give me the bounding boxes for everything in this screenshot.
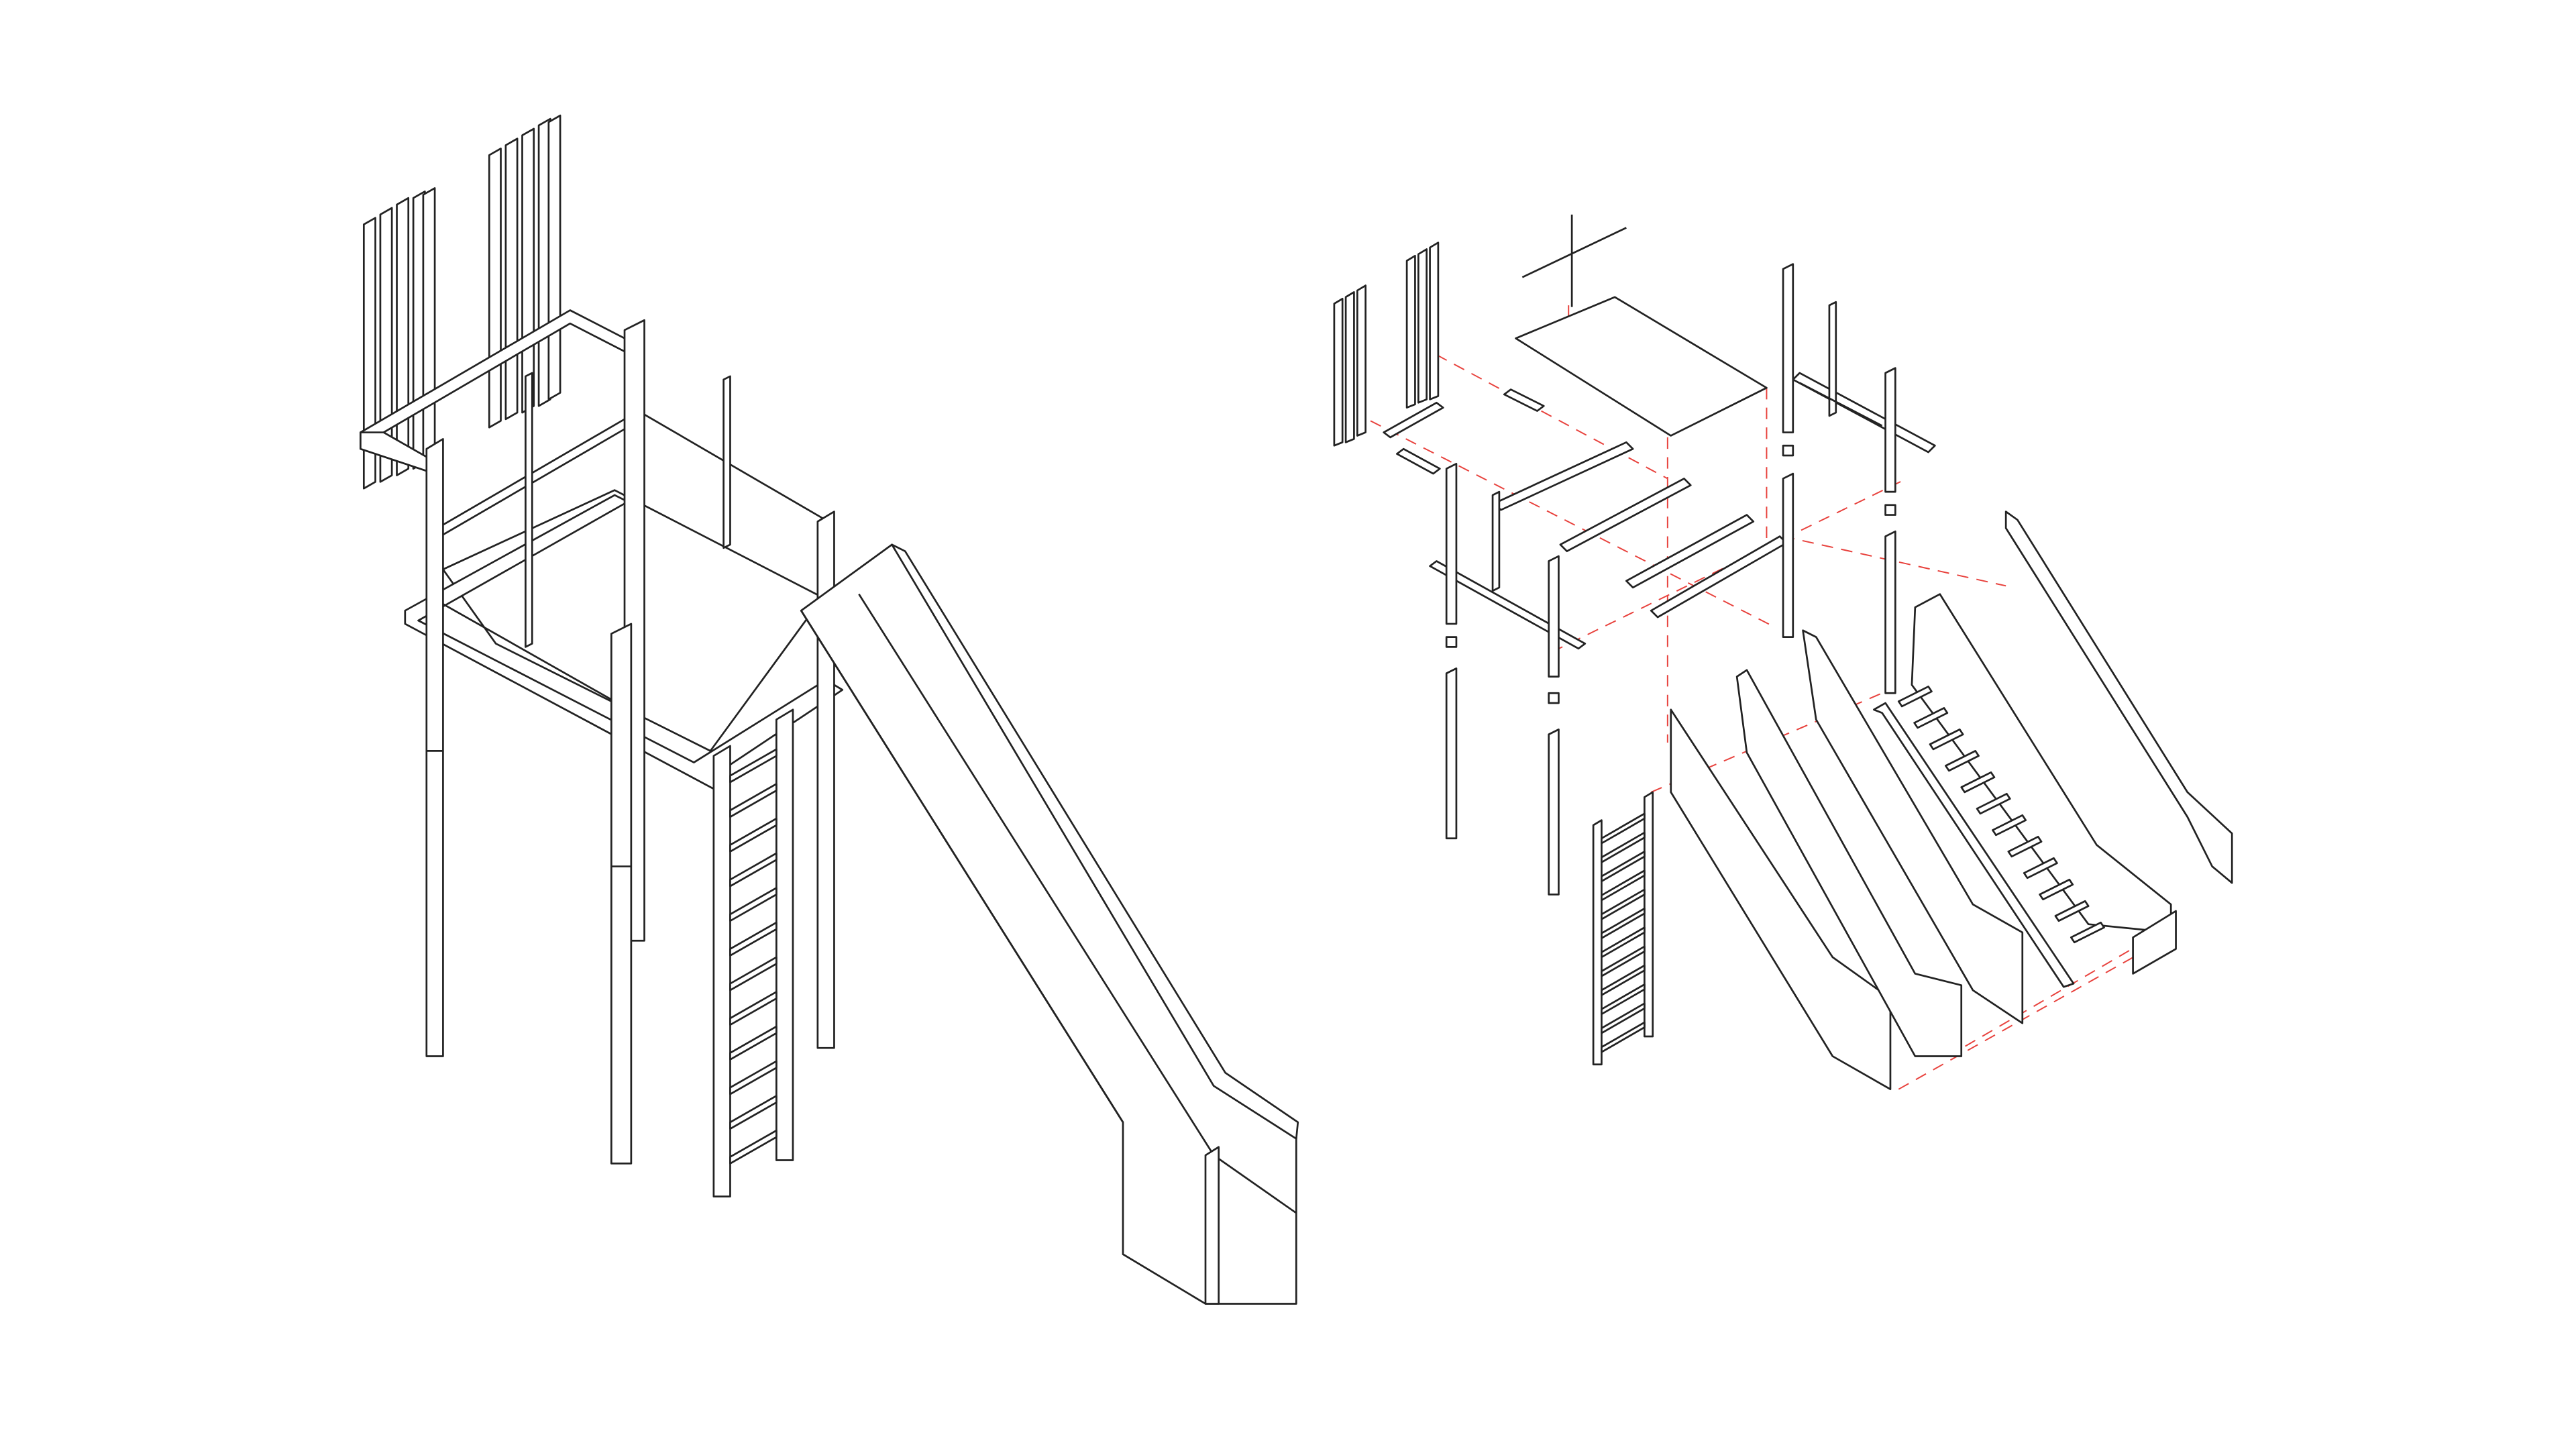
cross-bars	[1521, 214, 1627, 307]
assembled-view	[360, 114, 1299, 1305]
guide-lines	[1370, 305, 2163, 1090]
slide-ladder-rung	[1945, 750, 1980, 772]
connectors	[1445, 444, 1896, 704]
slide-ladder-rung	[1976, 792, 2011, 815]
ladder-rung	[729, 783, 777, 818]
ladder-rung	[1601, 869, 1646, 902]
ladder-rung	[1601, 926, 1646, 959]
ladder-rung	[729, 956, 777, 991]
slide	[800, 543, 1299, 1305]
ladder-rungs	[1601, 812, 1646, 1053]
slide-ladder-rung	[1913, 707, 1949, 729]
exploded-beams	[1383, 372, 1936, 650]
exploded-slats	[1333, 241, 1440, 447]
deck-panel	[1515, 296, 1768, 437]
slide-ladder-rung	[2070, 921, 2105, 944]
ladder-rung	[1601, 1002, 1646, 1034]
ladder-rung	[1601, 964, 1646, 996]
slide-ladder-rung	[2039, 878, 2074, 901]
exploded-ladder	[1592, 791, 1654, 1066]
ladder-rung	[729, 817, 777, 853]
ladder-rung	[1601, 851, 1646, 883]
ladder-rung	[729, 1060, 777, 1095]
slide-ladder-rung	[1992, 814, 2027, 837]
ladder-rung	[1601, 1021, 1646, 1053]
exploded-view	[1333, 214, 2233, 1091]
ladder-rung	[729, 852, 777, 888]
guard-rails	[442, 372, 823, 702]
slide-ladder-rung	[1960, 771, 1996, 794]
slide-ladder-rung	[1897, 686, 1933, 708]
slide-ladder-rung	[1929, 729, 1964, 751]
ladder-rung	[729, 748, 777, 784]
exploded-posts	[1445, 263, 1896, 896]
ladder-rungs	[729, 748, 777, 1165]
ladder-rung	[1601, 945, 1646, 977]
ladder-rung	[1601, 983, 1646, 1016]
ladder-rung	[729, 887, 777, 922]
ladder-rung	[729, 1025, 777, 1061]
ladder-rung	[1601, 831, 1646, 863]
ladder-rung	[1601, 888, 1646, 920]
slide-ladder-rung	[2007, 835, 2043, 858]
ladder-rung	[729, 991, 777, 1026]
slide-ladder-rung	[2023, 857, 2058, 879]
ladder-rung	[729, 1095, 777, 1130]
ladder-rung	[1601, 907, 1646, 939]
slide-ladder-rungs	[1897, 686, 2105, 944]
posts	[425, 319, 835, 1165]
ladder-rung	[729, 1129, 777, 1165]
ladder-rung	[1601, 812, 1646, 845]
ladder	[712, 708, 794, 1197]
slide-ladder-rung	[2054, 900, 2090, 922]
exploded-slide-parts	[1670, 511, 2233, 1091]
ladder-rung	[729, 921, 777, 957]
